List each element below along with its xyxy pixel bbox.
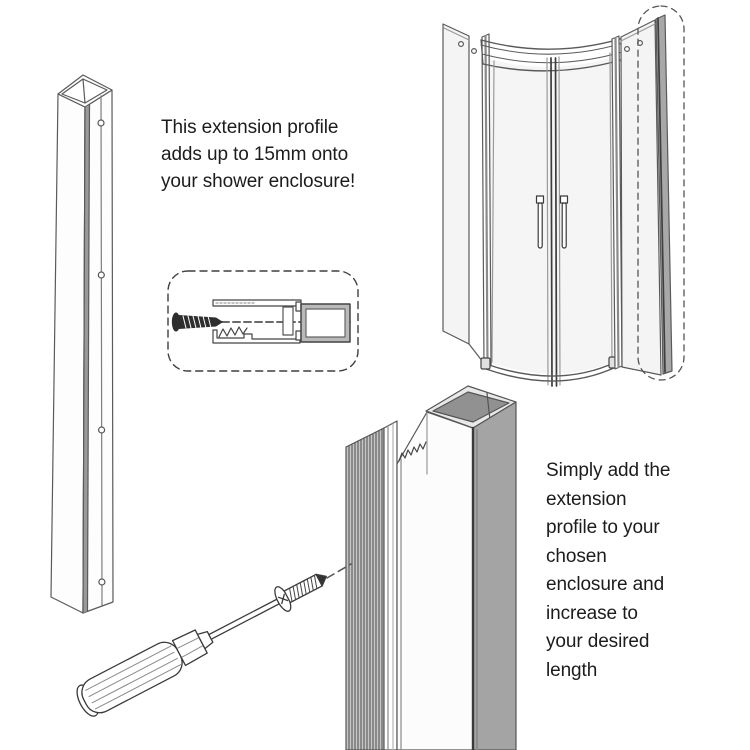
door-edge [546,57,549,386]
profile-inner-rib [82,78,86,104]
door-edge [491,60,495,363]
left-panel-top-edge [443,27,470,41]
centre-stile [550,57,553,387]
right-post-stripe [614,36,620,369]
handle-flutes [85,645,182,710]
screw-tip [315,573,327,587]
roller-bracket [480,357,491,370]
screwdriver-handle [81,641,183,714]
centre-stile [554,57,558,387]
wall-profile-inner-strip [383,420,398,750]
profile-screw-line [100,95,103,606]
profile-screw-hole [97,271,105,279]
panel-hole [458,40,465,47]
channel-serration [398,441,427,462]
tube-inner-rib [486,392,491,421]
profile-assembly-figure [326,385,517,750]
extension-profile-figure [50,74,114,614]
channel-and-tube-left-face [396,411,474,750]
detail-box-border [167,270,359,372]
door-handle-left [535,195,545,249]
profile-screw-hole [97,426,106,434]
screw-pointer-dashed [326,563,352,579]
wall-profile-ribs [348,428,383,750]
highlight-capsule [637,5,685,381]
shower-enclosure-figure [442,5,685,387]
handle-collar [171,629,208,667]
screw-threads [289,574,318,603]
door-handle-right [559,195,569,249]
door-edge [609,52,613,362]
channel-bottom-bar [212,329,301,344]
profile-screw-hole [97,119,105,127]
tube-top-opening [432,391,510,423]
phillips-cross [281,593,285,605]
spring-serration [218,326,248,338]
screw-boss [282,306,294,336]
panel-hole [471,47,478,54]
panel-hole [623,45,630,52]
left-post-stripe [484,34,489,368]
door-edge [558,56,561,386]
left-fixed-panel [442,23,470,345]
screwdriver-shaft [208,597,282,640]
screwdriver-figure [76,573,327,717]
bottom-rail [480,356,619,382]
square-profile-inner [305,308,346,338]
tube-right-face [472,401,517,750]
edge-profile-line [657,17,666,373]
bottom-annotation: Simply add the extension profile to your… [546,460,671,681]
profile-left-face [50,93,86,614]
screw-side-view [171,312,223,332]
right-fixed-panel [620,19,662,376]
top-annotation: This extension profile adds up to 15mm o… [161,117,356,192]
profile-screw-hole [98,578,106,586]
cross-section-detail [167,270,359,372]
